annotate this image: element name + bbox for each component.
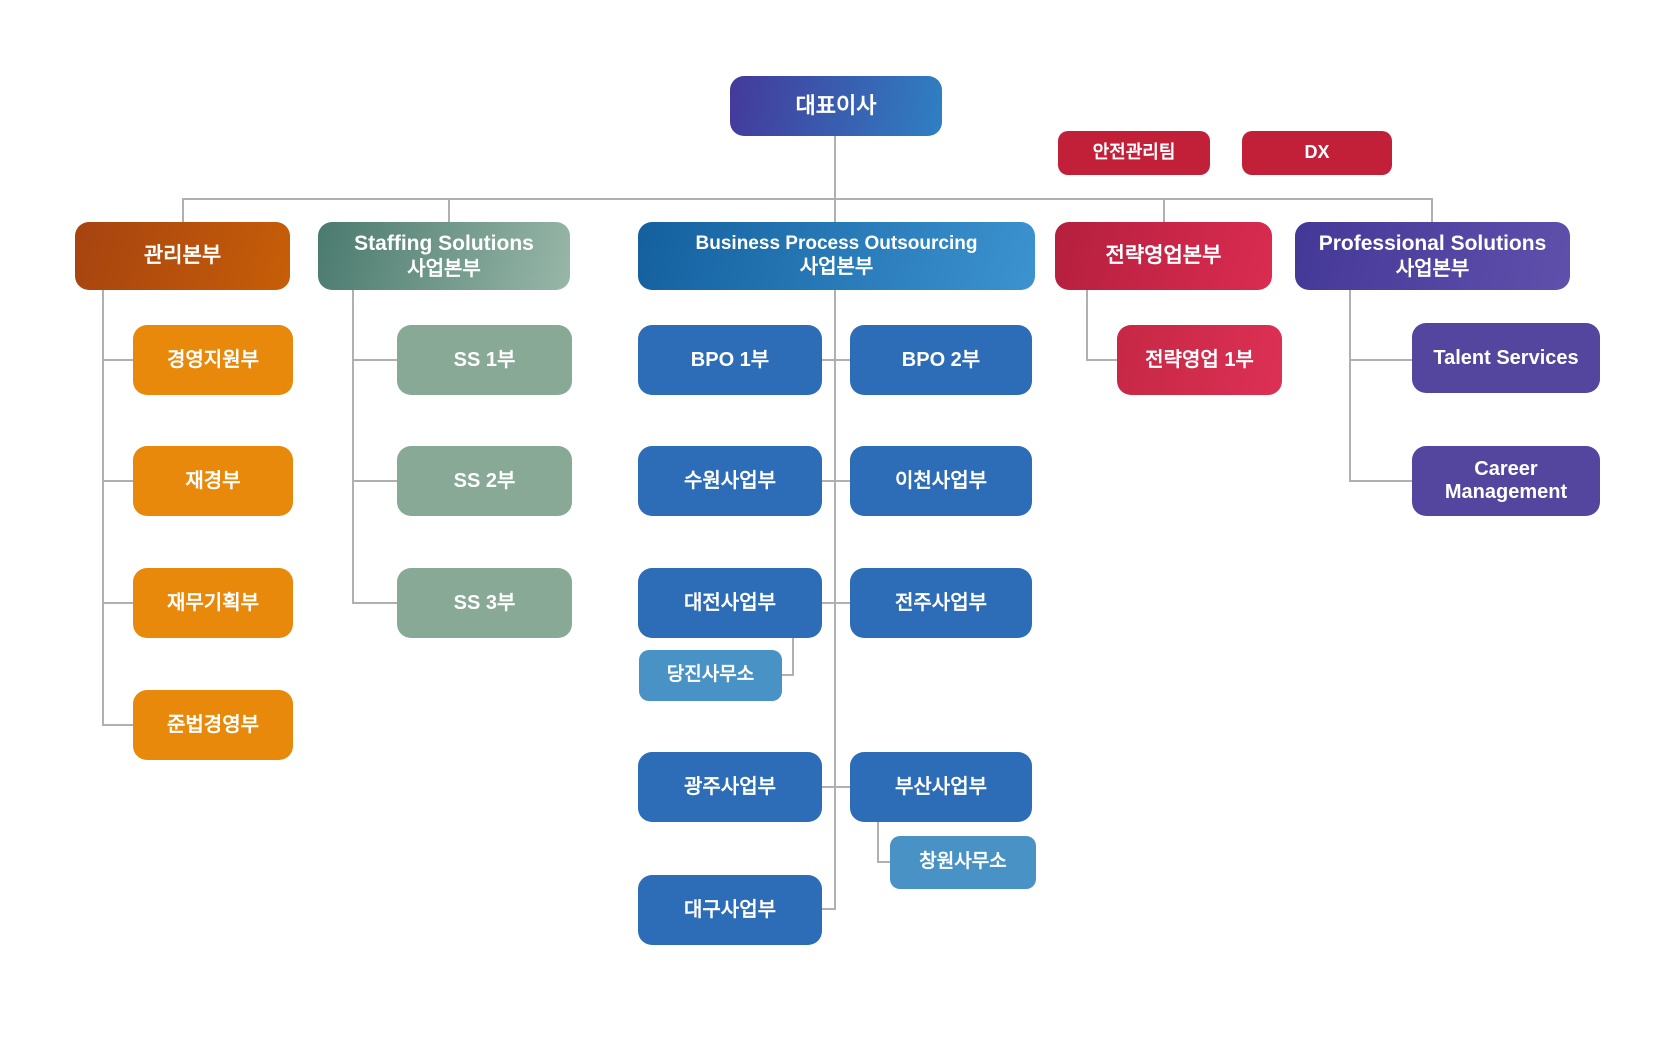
node-bpo-child: 전주사업부 [850,568,1032,638]
node-professional-child: Talent Services [1412,323,1600,393]
connector [102,602,134,604]
node-bpo-child: 부산사업부 [850,752,1032,822]
node-professional-hq: Professional Solutions 사업본부 [1295,222,1570,290]
node-dx-team: DX [1242,131,1392,175]
connector [1086,359,1118,361]
connector-stub-staffing [448,198,450,224]
connector-dangjin [782,674,794,676]
staffing-hq-title-en: Staffing Solutions [354,232,534,256]
connector-staffing-column [352,290,354,603]
connector [1349,480,1413,482]
node-management-child: 재무기획부 [133,568,293,638]
connector-top-horizontal [182,198,1433,200]
connector-changwon [877,822,879,863]
bpo-hq-title-ko: 사업본부 [799,256,874,279]
connector [102,359,134,361]
connector [822,480,850,482]
connector-stub-professional [1431,198,1433,224]
connector-management-column [102,290,104,726]
node-management-child: 재경부 [133,446,293,516]
node-management-child: 준법경영부 [133,690,293,760]
professional-hq-title-en: Professional Solutions [1318,232,1547,256]
node-staffing-child: SS 1부 [397,325,572,395]
connector [822,602,850,604]
professional-hq-title-ko: 사업본부 [1395,257,1470,280]
connector [102,480,134,482]
node-safety-team: 안전관리팀 [1058,131,1210,175]
connector [822,908,836,910]
node-bpo-child: BPO 1부 [638,325,822,395]
node-bpo-child: 이천사업부 [850,446,1032,516]
staffing-hq-title-ko: 사업본부 [407,257,481,280]
node-management-hq: 관리본부 [75,222,290,290]
node-bpo-office-changwon: 창원사무소 [890,836,1036,889]
connector-changwon [877,861,892,863]
node-management-child: 경영지원부 [133,325,293,395]
node-professional-child: Career Management [1412,446,1600,516]
connector-bpo-center [834,198,836,909]
node-strategic-child: 전략영업 1부 [1117,325,1282,395]
node-staffing-child: SS 3부 [397,568,572,638]
connector [822,786,850,788]
node-bpo-child: 수원사업부 [638,446,822,516]
bpo-hq-title-en: Business Process Outsourcing [695,232,978,254]
connector [352,359,398,361]
node-bpo-child: 대구사업부 [638,875,822,945]
node-staffing-child: SS 2부 [397,446,572,516]
node-bpo-child: 광주사업부 [638,752,822,822]
connector-stub-management [182,198,184,224]
connector-strategic-column [1086,290,1088,360]
connector [1349,359,1413,361]
connector-professional-column [1349,290,1351,481]
node-ceo: 대표이사 [730,76,942,136]
connector-stub-strategic [1163,198,1165,224]
node-bpo-child: 대전사업부 [638,568,822,638]
node-strategic-hq: 전략영업본부 [1055,222,1272,290]
node-staffing-hq: Staffing Solutions 사업본부 [318,222,570,290]
connector [352,480,398,482]
connector-dangjin [792,638,794,676]
connector [102,724,134,726]
connector-ceo-down [834,136,836,199]
node-bpo-office-dangjin: 당진사무소 [639,650,782,701]
node-bpo-hq: Business Process Outsourcing 사업본부 [638,222,1035,290]
connector [352,602,398,604]
node-bpo-child: BPO 2부 [850,325,1032,395]
connector [822,359,850,361]
